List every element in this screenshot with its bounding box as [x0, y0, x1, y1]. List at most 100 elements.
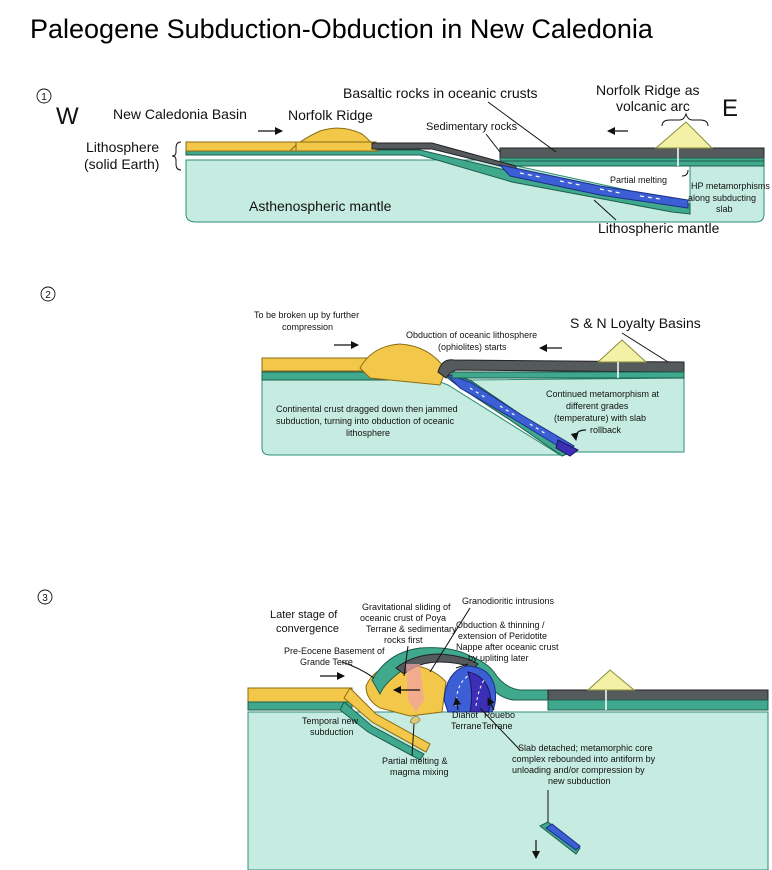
stage2-continental-crust: [261, 357, 373, 372]
basement-label-line1: Pre-Eocene Basement of: [284, 646, 385, 656]
stage-3-panel-shape: [37, 589, 53, 605]
stage-3-panel-shape: [341, 661, 375, 679]
stage1-volcanic-arc: [654, 121, 714, 149]
stage-3-panel-shape: [545, 823, 581, 851]
partial-melting-label: Partial melting: [610, 175, 667, 185]
stage-1-panel-shape: [661, 112, 709, 127]
hp-label-line1: HP metamorphisms: [691, 181, 770, 191]
stage-2-panel-shape: [555, 439, 579, 457]
obduction-label-line2: (ophiolites) starts: [438, 342, 507, 352]
metamorphism-label-line3: (temperature) with slab: [554, 413, 646, 423]
gravitational-label-line3: Terrane & sedimentary: [366, 624, 457, 634]
stage-2-panel-shape: [621, 332, 669, 363]
stage-3-panel: 3 Later stage of convergence Gravitat: [37, 589, 769, 870]
slab-label-line3: unloading and/or compression by: [512, 765, 645, 775]
gravitational-label-line1: Gravitational sliding of: [362, 602, 451, 612]
norfolk-ridge-label: Norfolk Ridge: [288, 107, 373, 123]
continental-label-line1: Continental crust dragged down then jamm…: [276, 404, 458, 414]
west-label: W: [56, 103, 79, 130]
partial3-label-line1: Partial melting &: [382, 756, 448, 766]
stage-1-panel-shape: [593, 199, 617, 221]
sedimentary-rocks-label: Sedimentary rocks: [426, 121, 518, 133]
stage-1-panel: 1 W E New Caledonia Basin Norfolk Ridge …: [36, 82, 770, 236]
stage-1-panel-shape: [681, 169, 689, 177]
obduction3-label-line1: Obduction & thinning /: [456, 620, 545, 630]
slab-label-line1: Slab detached; metamorphic core: [518, 743, 653, 753]
later-label-line2: convergence: [276, 623, 339, 635]
basement-label-line2: Grande Terre: [300, 657, 353, 667]
metamorphism-label-line4: rollback: [590, 425, 622, 435]
stage-3-panel-shape: [247, 701, 353, 711]
stage2-number: 2: [45, 290, 51, 301]
stage1-east-crust: [499, 147, 765, 159]
stage-3-panel-shape: [487, 697, 495, 711]
stage2-asthenosphere: [261, 377, 562, 456]
basaltic-rocks-label: Basaltic rocks in oceanic crusts: [343, 85, 538, 101]
stage3-volcanic-arc: [586, 669, 636, 691]
stage-2-panel-shape: [570, 429, 587, 441]
stage3-new-subduction-slab: [343, 687, 431, 753]
diahot-label-line1: Diahot: [452, 710, 479, 720]
slab-label-line4: new subduction: [548, 776, 611, 786]
stage-1-panel-shape: [36, 88, 52, 104]
stage-2-panel-shape: [451, 371, 685, 379]
continental-label-line2: subduction, turning into obduction of oc…: [276, 416, 455, 426]
new-caledonia-basin-label: New Caledonia Basin: [113, 106, 247, 122]
stage3-number: 3: [42, 593, 48, 604]
slab-label-line2: complex rebounded into antiform by: [512, 754, 656, 764]
stage-3-panel-shape: [455, 675, 485, 707]
obduction-label-line1: Obduction of oceanic lithosphere: [406, 330, 537, 340]
stage-3-panel-shape: [479, 707, 521, 751]
stage1-number: 1: [41, 92, 47, 103]
stage3-continental-west: [247, 687, 353, 703]
pouebo-label-line1: Pouebo: [484, 710, 515, 720]
stage-3-panel-shape: [409, 716, 421, 724]
continental-label-line3: lithosphere: [346, 428, 390, 438]
broken-label-line1: To be broken up by further: [254, 310, 359, 320]
stage1-asthenosphere: [185, 159, 765, 223]
stage-3-panel-shape: [547, 699, 769, 711]
stage-3-panel-shape: [403, 645, 409, 677]
stage3-asthenosphere: [247, 711, 769, 870]
hp-label-line3: slab: [716, 204, 733, 214]
lithosphere-label-line2: (solid Earth): [84, 156, 159, 172]
arc-label-line1: Norfolk Ridge as: [596, 82, 700, 98]
stage-3-panel-shape: [411, 723, 415, 757]
stage-1-panel-shape: [171, 141, 182, 171]
stage3-east-crust: [547, 689, 769, 701]
stage-2-panel-shape: [468, 377, 685, 453]
stage-1-panel-shape: [485, 133, 501, 153]
lithosphere-label-line1: Lithosphere: [86, 139, 159, 155]
stage-1-panel-shape: [487, 101, 557, 153]
stage1-subducting-slab: [498, 164, 689, 209]
stage-3-panel-shape: [339, 701, 425, 761]
obduction3-label-line4: by upliting later: [468, 653, 529, 663]
stage-3-panel-shape: [429, 607, 471, 673]
obduction3-label-line2: extension of Peridotite: [458, 631, 547, 641]
gravitational-label-line4: rocks first: [384, 635, 423, 645]
metamorphism-label-line2: different grades: [566, 401, 629, 411]
diahot-label-line2: Terrane: [451, 721, 482, 731]
broken-label-line2: compression: [282, 322, 333, 332]
temporal-label-line1: Temporal new: [302, 716, 359, 726]
stage-2-panel-shape: [40, 286, 56, 302]
stage-2-panel-shape: [469, 387, 547, 435]
stage-1-panel-shape: [295, 141, 377, 152]
metamorphism-label-line1: Continued metamorphism at: [546, 389, 660, 399]
stage1-continental-crust: [185, 141, 297, 152]
temporal-label-line2: subduction: [310, 727, 354, 737]
stage-2-panel: 2 To be broken up by further compression…: [40, 286, 701, 457]
granodioritic-label: Granodioritic intrusions: [462, 596, 555, 606]
asthenospheric-mantle-label: Asthenospheric mantle: [249, 198, 392, 214]
lithospheric-mantle-label: Lithospheric mantle: [598, 220, 720, 236]
later-label-line1: Later stage of: [270, 609, 338, 621]
obduction3-label-line3: Nappe after oceanic crust: [456, 642, 559, 652]
hp-label-line2: along subducting: [688, 193, 756, 203]
stage2-volcanic-arc: [596, 339, 648, 363]
partial3-label-line2: magma mixing: [390, 767, 449, 777]
loyalty-basins-label: S & N Loyalty Basins: [570, 315, 701, 331]
stage-1-panel-shape: [519, 172, 661, 200]
gravitational-label-line2: oceanic crust of Poya: [360, 613, 446, 623]
stage-3-panel-shape: [453, 697, 462, 711]
